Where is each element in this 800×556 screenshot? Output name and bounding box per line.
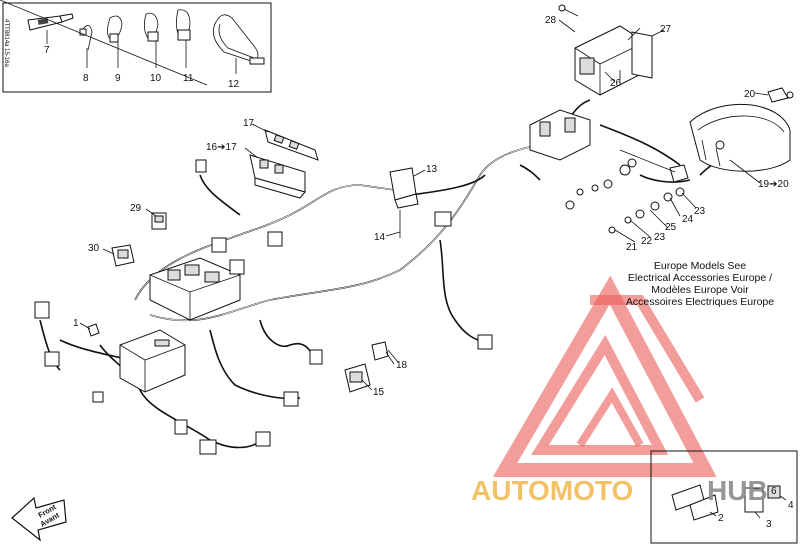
- tie-strap-11: [176, 9, 191, 68]
- callout-29: 29: [130, 203, 142, 214]
- callout-18: 18: [396, 360, 408, 371]
- europe-note-line-4: Accessoires Electriques Europe: [625, 296, 775, 308]
- callout-6: 6: [771, 486, 777, 497]
- callout-22: 22: [641, 236, 653, 247]
- europe-note-line-1: Europe Models See: [653, 260, 747, 272]
- inset-box: [650, 450, 798, 544]
- tie-strap-8: [79, 25, 93, 68]
- callout-8: 8: [83, 73, 89, 84]
- socket-30: [111, 244, 135, 267]
- callout-3: 3: [766, 519, 772, 530]
- watermark-text-gray: HUB: [707, 475, 768, 506]
- document-code: 4TT8814a 15-16a: [2, 19, 9, 67]
- regulator-block: [529, 109, 591, 161]
- leader-lines: [0, 0, 769, 391]
- sensor-18: [371, 341, 399, 363]
- callout-24: 24: [682, 214, 694, 225]
- callout-21: 21: [626, 242, 638, 253]
- relay-17: [264, 129, 319, 161]
- relay-block-16: [249, 154, 306, 199]
- callout-17: 17: [243, 118, 255, 129]
- callout-13: 13: [426, 164, 438, 175]
- bulb-20: [767, 87, 794, 103]
- fuse-box: [119, 329, 186, 393]
- callout-7: 7: [44, 45, 50, 56]
- switch-13: [389, 167, 419, 238]
- callout-2: 2: [718, 513, 724, 524]
- callout-12: 12: [228, 79, 240, 90]
- callout-20: 20: [744, 89, 756, 100]
- europe-note-line-2: Electrical Accessories Europe /: [627, 272, 773, 284]
- tie-strap-10: [144, 12, 159, 68]
- callout-4: 4: [788, 500, 794, 511]
- ecm-connector-block: [149, 257, 241, 321]
- callout-1: 1: [73, 318, 79, 329]
- control-module-26: [574, 25, 646, 96]
- callout-15: 15: [373, 387, 385, 398]
- bracket-27: [631, 29, 665, 79]
- connector-15: [344, 363, 371, 393]
- front-direction-arrow: Front Avant: [11, 496, 67, 542]
- callout-11: 11: [183, 73, 194, 84]
- callout-30: 30: [88, 243, 100, 254]
- callout-19-20: 19➔20: [758, 179, 789, 190]
- screw-28: [558, 4, 579, 17]
- callout-23a: 23: [694, 206, 706, 217]
- callout-10: 10: [150, 73, 162, 84]
- europe-note-line-3: Modèles Europe Voir: [651, 284, 749, 296]
- gauge-cluster: [689, 103, 791, 172]
- accessories-box: 7 8 9 10 11 1: [2, 2, 272, 93]
- main-wiring-harness: [39, 99, 731, 449]
- callout-25: 25: [665, 222, 677, 233]
- grease-tube: [27, 13, 74, 44]
- callout-28: 28: [545, 15, 557, 26]
- tie-strap-9: [107, 15, 123, 68]
- fastener-1: [87, 323, 100, 337]
- callout-27: 27: [660, 24, 672, 35]
- watermark-logo: [492, 275, 717, 477]
- washers-and-nuts: [565, 158, 689, 234]
- connector-29: [151, 212, 167, 230]
- callout-23b: 23: [654, 232, 666, 243]
- callout-16-17: 16➔17: [206, 142, 237, 153]
- callout-14: 14: [374, 232, 386, 243]
- misc-connectors: [34, 159, 493, 455]
- watermark-text-red: AUTOMOTO: [471, 475, 633, 506]
- europe-models-note: Europe Models See Electrical Accessories…: [600, 260, 800, 308]
- clamp-12: [212, 14, 265, 74]
- callout-26: 26: [610, 78, 622, 89]
- callout-9: 9: [115, 73, 121, 84]
